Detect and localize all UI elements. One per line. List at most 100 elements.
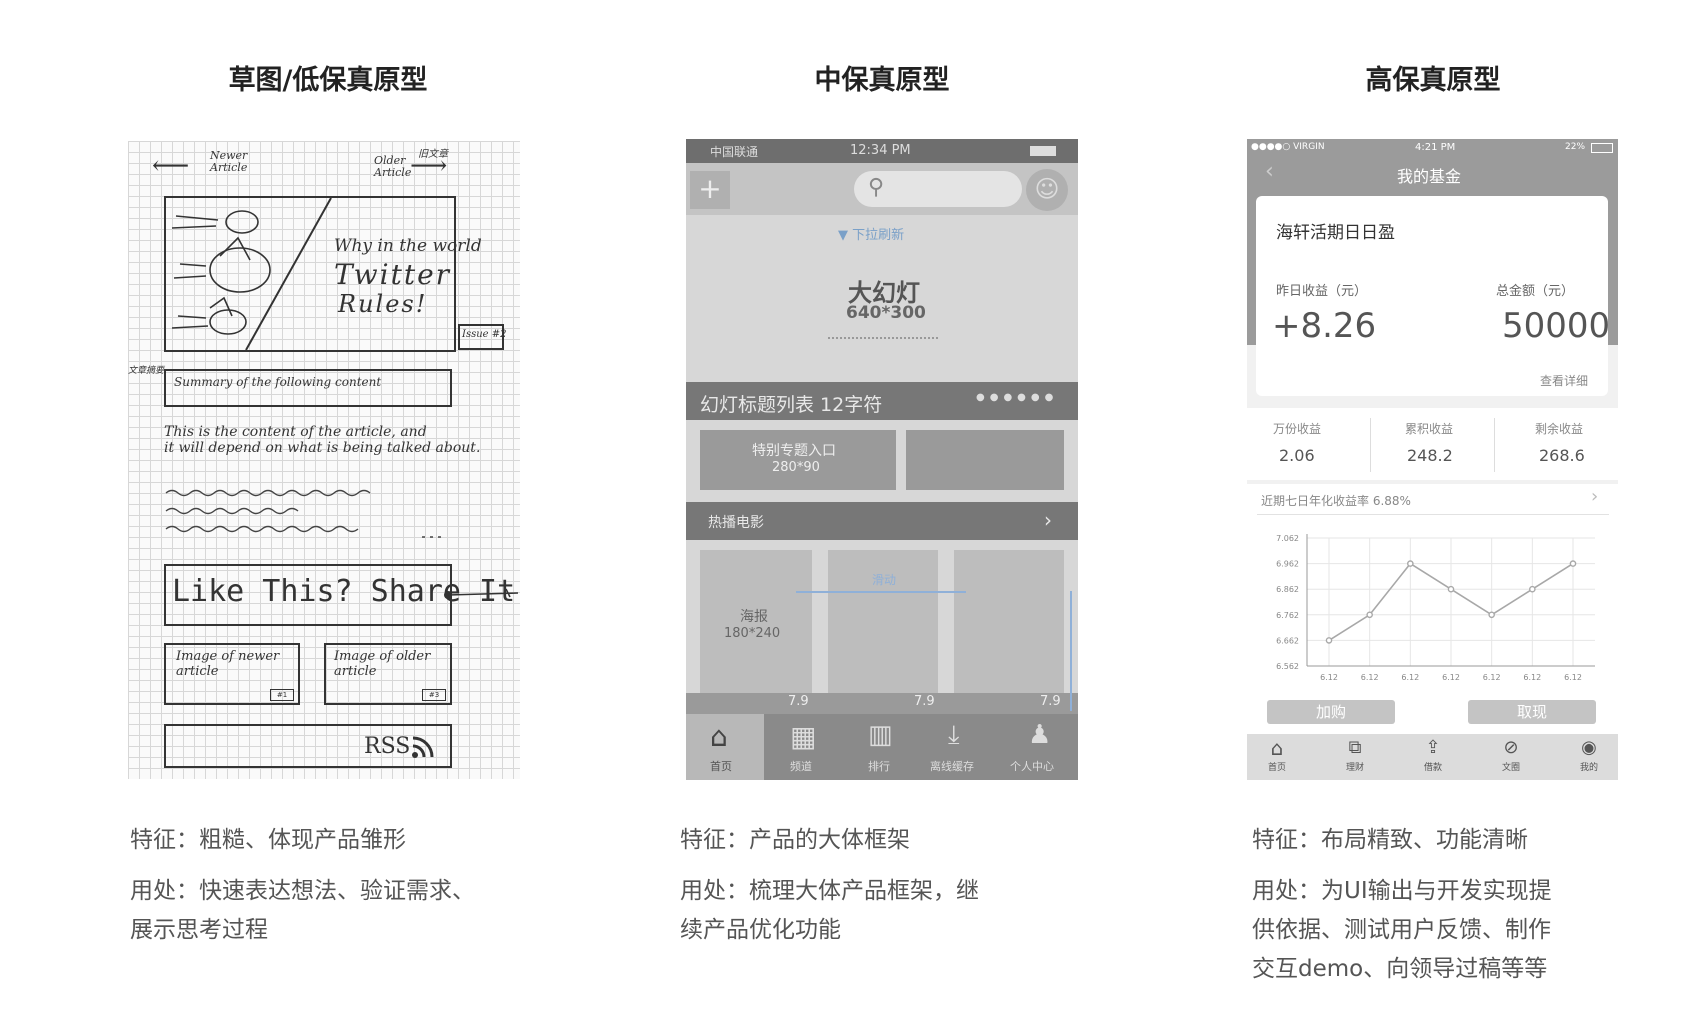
- rss-box: RSS: [164, 724, 452, 768]
- arrow-left-icon: ⟵: [152, 151, 190, 181]
- nav-newer-2: Article: [210, 161, 248, 174]
- page-dots[interactable]: ●●●●●●: [976, 392, 1059, 403]
- feature-high: 特征：布局精致、功能清晰: [1252, 827, 1528, 853]
- add-icon[interactable]: +: [690, 171, 730, 209]
- x-tick-label: 6.12: [1442, 673, 1460, 682]
- low-fidelity-sketch: ⟵ Newer Article 旧文章 Older Article ⟶ Why …: [128, 141, 520, 779]
- older-note: 旧文章: [418, 149, 448, 160]
- section-bar[interactable]: 热播电影 ›: [686, 502, 1078, 540]
- special-entry-1[interactable]: 特别专题入口 280*90: [700, 430, 896, 490]
- y-tick-label: 6.762: [1276, 611, 1299, 620]
- score-strip: [686, 693, 1078, 714]
- hf-status-battery: 22%: [1565, 142, 1586, 152]
- body-line-2: it will depend on what is being talked a…: [164, 440, 481, 456]
- rss-icon: [412, 736, 434, 758]
- column-title-low: 草图/低保真原型: [228, 65, 428, 96]
- summary-box: Summary of the following content: [164, 369, 452, 407]
- column-title-mid: 中保真原型: [814, 65, 950, 96]
- banner-caption-bar: 幻灯标题列表 12字符 ●●●●●●: [686, 382, 1078, 420]
- search-input[interactable]: ⚲: [854, 171, 1022, 207]
- buy-button[interactable]: 加购: [1267, 700, 1395, 724]
- tab-home[interactable]: ⌂ 首页: [686, 714, 764, 780]
- back-icon[interactable]: ‹: [1265, 159, 1274, 184]
- tab-channel[interactable]: ▦ 频道: [766, 714, 842, 780]
- usage-mid-1: 用处：梳理大体产品框架，继: [680, 878, 979, 904]
- poster-1[interactable]: 海报 180*240: [700, 550, 812, 714]
- y-tick-label: 6.662: [1276, 636, 1299, 645]
- battery-icon: [1030, 146, 1056, 156]
- usage-mid-2: 续产品优化功能: [680, 917, 841, 943]
- hf-tab-mine-label: 我的: [1579, 763, 1598, 773]
- nav-title: 我的基金: [1397, 167, 1462, 186]
- tab-profile-label: 个人中心: [1010, 760, 1054, 773]
- usage-high-2: 供依据、测试用户反馈、制作: [1252, 917, 1551, 943]
- usage-high-3: 交互demo、向领导过稿等等: [1252, 956, 1548, 982]
- high-fidelity-prototype: ●●●●○ VIRGIN 4:21 PM 22% ‹ 我的基金 海轩活期日日盈 …: [1247, 139, 1618, 780]
- usage-low-1: 用处：快速表达想法、验证需求、: [130, 878, 475, 904]
- swipe-arrow: [796, 591, 966, 593]
- fund-name: 海轩活期日日盈: [1276, 223, 1395, 243]
- data-point: [1325, 637, 1333, 644]
- tag-older: #3: [422, 689, 446, 701]
- stat-divider-2: [1494, 418, 1495, 472]
- hf-tab-mine[interactable]: ◉ 我的: [1567, 736, 1611, 780]
- nav-older-2: Article: [374, 166, 412, 179]
- image-older-box: Image of older article #3: [324, 643, 452, 705]
- scroll-indicator: [1070, 591, 1072, 711]
- x-tick-label: 6.12: [1564, 673, 1582, 682]
- hf-tab-home[interactable]: ⌂ 首页: [1255, 736, 1299, 780]
- x-tick-label: 6.12: [1320, 673, 1338, 682]
- headline-2: Twitter: [334, 258, 452, 291]
- detail-link[interactable]: 查看详细: [1540, 374, 1589, 388]
- data-point: [1447, 585, 1455, 593]
- image-older-1: Image of older: [334, 649, 431, 664]
- rate-divider: [1257, 514, 1609, 515]
- tab-profile[interactable]: ♟ 个人中心: [1002, 714, 1078, 780]
- status-carrier: 中国联通: [710, 145, 759, 159]
- tab-rank[interactable]: ▥ 排行: [844, 714, 920, 780]
- tab-offline[interactable]: ⤓ 离线缓存: [922, 714, 1000, 780]
- user-icon: ♟: [1028, 720, 1052, 750]
- hf-tab-borrow[interactable]: ⇪ 借款: [1411, 736, 1455, 780]
- swipe-label: 滑动: [872, 573, 897, 587]
- usage-low-2: 展示思考过程: [130, 917, 268, 943]
- headline-1: Why in the world: [334, 236, 482, 256]
- nav-older-1: Older: [374, 154, 406, 167]
- hf-tab-circle-label: 文圈: [1501, 763, 1520, 773]
- hf-tab-borrow-label: 借款: [1423, 763, 1442, 773]
- search-icon: ⚲: [868, 175, 885, 200]
- poster-3[interactable]: [954, 550, 1064, 714]
- summary-text: Summary of the following content: [174, 375, 382, 389]
- mid-fidelity-wireframe: 中国联通 12:34 PM + ⚲ ☺ ▼ 下拉刷新 大幻灯 640*300 幻…: [686, 139, 1078, 780]
- tag-newer: #1: [270, 689, 294, 701]
- poster-size: 180*240: [724, 626, 781, 641]
- hf-tab-circle[interactable]: ⊘ 文圈: [1489, 736, 1533, 780]
- share-box: Like This? Share It!: [164, 564, 520, 626]
- withdraw-button[interactable]: 取现: [1468, 700, 1596, 724]
- total-value: 50000: [1502, 306, 1611, 346]
- feature-mid: 特征：产品的大体框架: [680, 827, 910, 853]
- avatar-icon[interactable]: ☺: [1026, 169, 1068, 211]
- data-point: [1569, 560, 1577, 567]
- tab-rank-label: 排行: [868, 760, 890, 773]
- share-pointer: [444, 588, 519, 599]
- fund-card: 海轩活期日日盈 昨日收益（元） 总金额（元） +8.26 50000 查看详细: [1256, 196, 1611, 396]
- hf-tab-invest[interactable]: ⧉ 理财: [1333, 736, 1377, 780]
- banner-divider: [828, 337, 938, 339]
- tab-offline-label: 离线缓存: [930, 760, 974, 773]
- home-icon: ⌂: [710, 720, 728, 753]
- stat-value-1: 2.06: [1279, 446, 1315, 465]
- poster-2[interactable]: [828, 550, 938, 714]
- entry-label: 特别专题入口: [752, 443, 836, 459]
- rate-chevron-icon[interactable]: ›: [1591, 486, 1599, 507]
- tab-bar: ⌂ 首页 ▦ 频道 ▥ 排行 ⤓ 离线缓存 ♟ 个人中心: [686, 714, 1078, 780]
- data-point: [1529, 585, 1536, 593]
- image-newer-box: Image of newer article #1: [164, 643, 300, 705]
- hf-home-icon: ⌂: [1270, 736, 1284, 760]
- special-entry-2[interactable]: [906, 430, 1064, 490]
- body-line-1: This is the content of the article, and: [164, 424, 427, 440]
- arrow-right-icon: ⟶: [410, 151, 448, 181]
- banner-title: 大幻灯: [848, 279, 920, 307]
- profile-icon: ◉: [1581, 737, 1597, 758]
